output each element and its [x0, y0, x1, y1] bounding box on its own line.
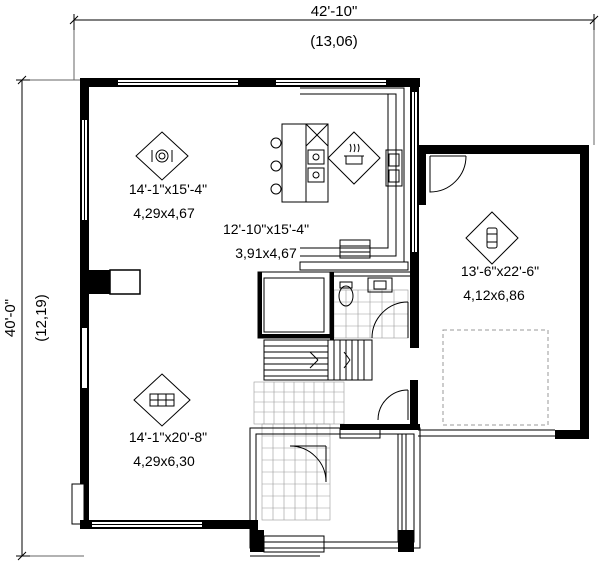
kitchen-icon — [327, 131, 381, 185]
garage-walls — [418, 145, 589, 439]
garage-size-imperial: 13'-6"x22'-6" — [461, 263, 539, 279]
dining-icon — [135, 131, 189, 181]
front-porch — [249, 427, 421, 557]
car-icon — [465, 211, 519, 265]
exterior-walls — [71, 78, 420, 529]
bathroom-tiles — [333, 289, 409, 339]
width-imperial-label: 42'-10" — [311, 3, 358, 20]
room-label-living: 14'-1"x20'-8" 4,29x6,30 — [129, 429, 207, 469]
kitchen-size-metric: 3,91x4,67 — [235, 245, 297, 261]
bathroom — [257, 271, 410, 340]
room-label-garage: 13'-6"x22'-6" 4,12x6,86 — [461, 263, 539, 303]
staircase — [263, 339, 373, 381]
sofa-icon — [133, 373, 191, 427]
width-metric-label: (13,06) — [310, 33, 358, 50]
kitchen-counters — [299, 87, 409, 271]
kitchen-size-imperial: 12'-10"x15'-4" — [223, 221, 309, 237]
living-size-imperial: 14'-1"x20'-8" — [129, 429, 207, 445]
depth-imperial-label: 40'-0" — [2, 299, 19, 337]
living-size-metric: 4,29x6,30 — [133, 453, 195, 469]
overall-depth-dimension: 40'-0" (12,19) — [2, 75, 84, 561]
kitchen-island — [270, 123, 329, 203]
overall-width-dimension: 42'-10" (13,06) — [69, 3, 599, 145]
dining-size-metric: 4,29x4,67 — [133, 205, 195, 221]
dining-size-imperial: 14'-1"x15'-4" — [129, 181, 207, 197]
entry-tiles — [253, 381, 420, 521]
garage-size-metric: 4,12x6,86 — [463, 287, 525, 303]
depth-metric-label: (12,19) — [33, 294, 50, 342]
room-label-kitchen: 12'-10"x15'-4" 3,91x4,67 — [223, 221, 309, 261]
room-label-dining: 14'-1"x15'-4" 4,29x4,67 — [129, 181, 207, 221]
